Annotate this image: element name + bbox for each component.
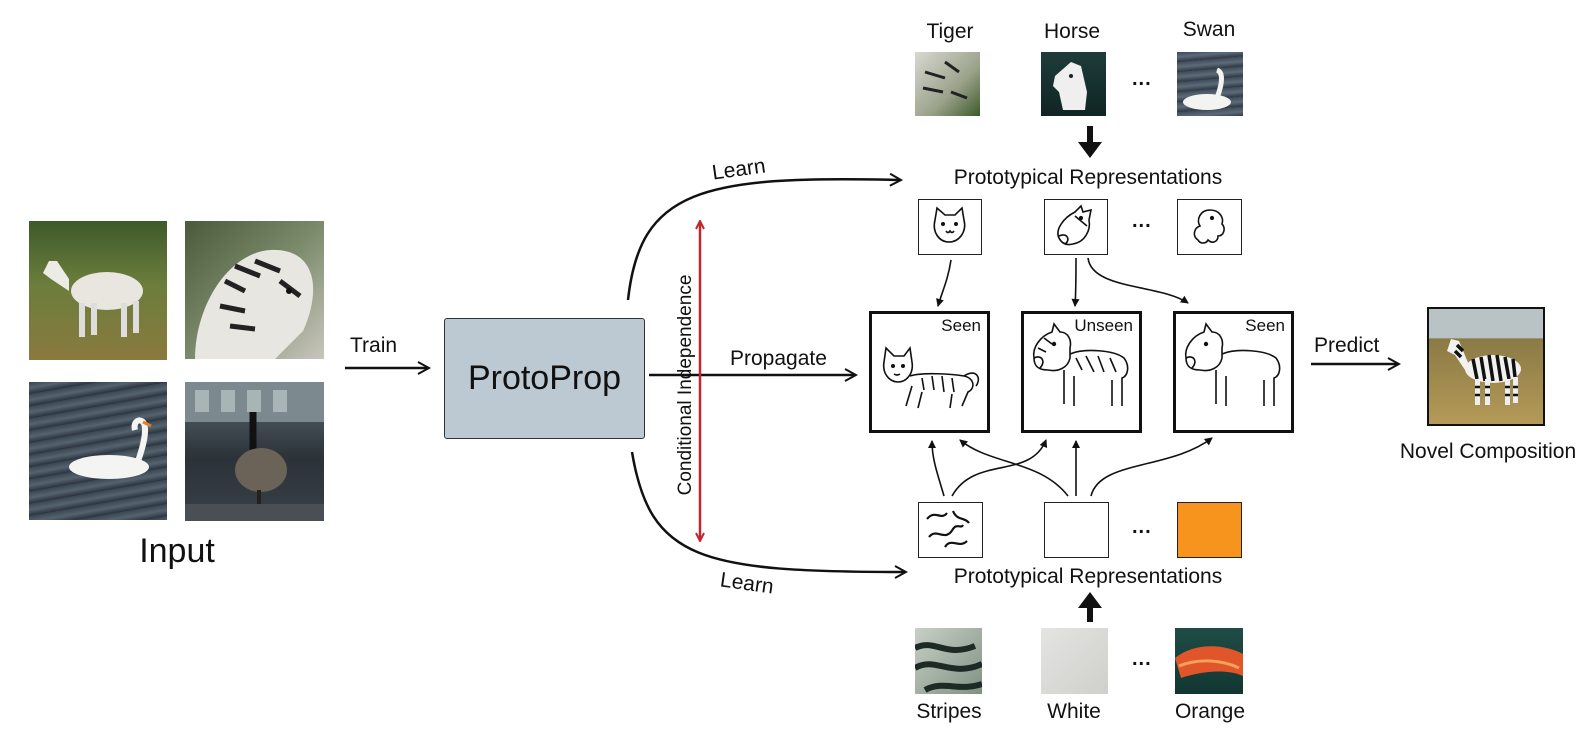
goose-photo <box>185 382 324 521</box>
object-label-tiger: Tiger <box>926 20 974 43</box>
output-label: Novel Composition <box>1399 440 1577 463</box>
stripes-attribute-photo <box>915 628 982 694</box>
striped-horse-sketch <box>1032 322 1129 406</box>
swan-photo <box>29 382 167 520</box>
propagate-label: Propagate <box>730 347 827 370</box>
predict-label: Predict <box>1314 334 1380 357</box>
swan-object-photo <box>1177 52 1243 116</box>
object-label-swan: Swan <box>1182 18 1236 41</box>
attribute-label-white: White <box>1047 700 1101 723</box>
horse-object-photo <box>1041 52 1106 116</box>
input-label: Input <box>139 532 215 570</box>
attr-link-1 <box>928 440 945 497</box>
striped-cat-sketch <box>882 345 980 409</box>
horse-photo <box>29 221 167 360</box>
stripes-prototype-sketch <box>918 502 983 558</box>
cond-indep-label: Conditional Independence <box>675 274 696 496</box>
protoprop-model-box: ProtoProp <box>444 318 645 439</box>
attr-link-3 <box>959 439 1069 497</box>
attr-link-2 <box>951 439 1048 497</box>
white-horse-sketch <box>1184 322 1281 406</box>
train-label: Train <box>350 334 398 357</box>
orange-attribute-photo <box>1175 628 1243 694</box>
objects-ellipsis: ... <box>1132 68 1152 90</box>
composition-tag: Unseen <box>1074 316 1133 335</box>
tiger-object-photo <box>915 52 980 116</box>
attribute-label-stripes: Stripes <box>916 700 982 723</box>
composition-tag: Seen <box>941 316 981 335</box>
obj-link-3 <box>1087 257 1189 304</box>
learn-top-arrow <box>626 179 900 301</box>
attribute-label-orange: Orange <box>1174 700 1246 723</box>
composition-tag: Seen <box>1245 316 1285 335</box>
attr-link-5 <box>1090 437 1213 497</box>
learn-bottom-arrow <box>630 451 905 572</box>
zebra-output-photo <box>1427 307 1545 426</box>
white-prototype-swatch <box>1044 502 1109 558</box>
orange-prototype-swatch <box>1177 502 1242 558</box>
object-label-horse: Horse <box>1043 20 1101 43</box>
composition-box-zebra-unseen: Unseen <box>1021 311 1142 433</box>
objects-proto-label: Prototypical Representations <box>953 166 1223 189</box>
obj-link-1 <box>936 259 952 307</box>
tiger-photo <box>185 221 324 359</box>
swan-prototype-sketch <box>1177 199 1242 255</box>
model-label: ProtoProp <box>467 359 622 397</box>
attributes-proto-ellipsis: ... <box>1132 516 1152 538</box>
objects-proto-ellipsis: ... <box>1132 210 1152 232</box>
composition-box-horse-seen: Seen <box>1173 311 1294 433</box>
horse-prototype-sketch <box>1044 199 1108 255</box>
cat-prototype-sketch <box>918 199 982 255</box>
attributes-proto-label: Prototypical Representations <box>953 565 1223 588</box>
attributes-ellipsis: ... <box>1132 648 1152 670</box>
obj-link-2 <box>1071 257 1080 307</box>
composition-box-tiger-seen: Seen <box>869 311 990 433</box>
white-attribute-photo <box>1041 628 1108 694</box>
